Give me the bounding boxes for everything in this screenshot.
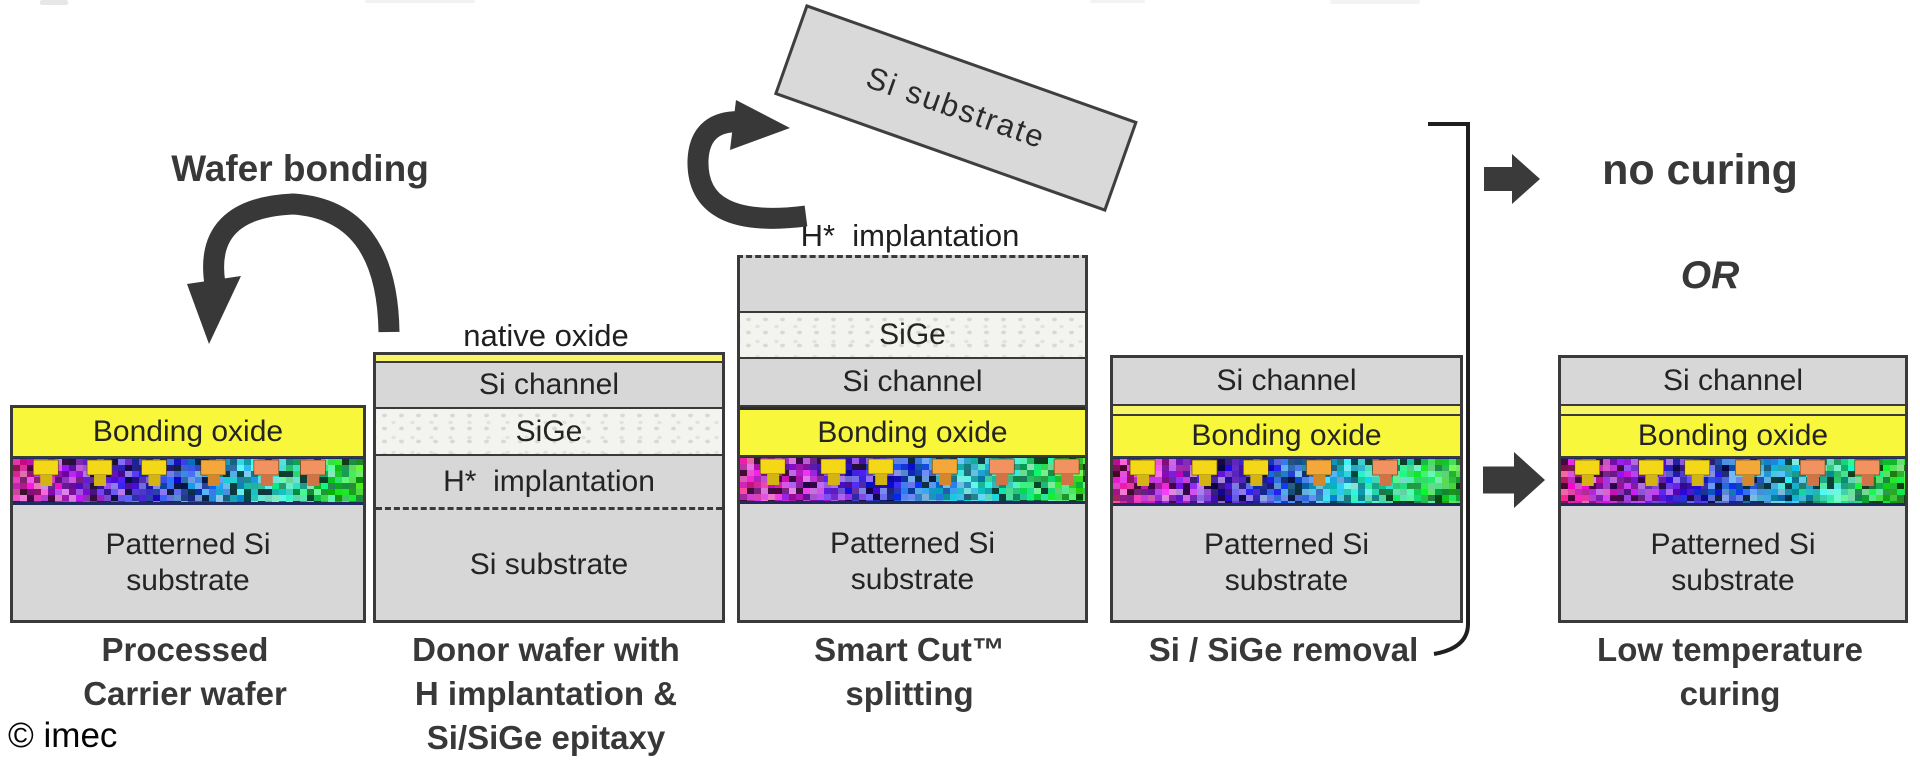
wafer-bonding-title: Wafer bonding [171,148,429,189]
imec-copyright: © imec [8,716,118,755]
layer-pattern [13,458,363,505]
layer-bonding-oxide: Bonding oxide [1113,416,1460,458]
h-implantation-label: H* implantation [800,218,1020,253]
layer-patterned-si-substrate: Patterned Si substrate [740,504,1085,620]
stack-caption-cured: Low temperature curing [1597,631,1863,712]
layer-nativeoxide [376,355,722,363]
stack-caption-carrier: Processed Carrier wafer [83,631,287,712]
native-oxide-label: native oxide [463,318,629,353]
layer-sige: SiGe [740,313,1085,359]
stack-caption-donor: Donor wafer with H implantation & Si/SiG… [412,631,680,756]
layer-label: Bonding oxide [817,415,1008,449]
layer-label: H* implantation [443,464,655,498]
layer-patterned-si-substrate: Patterned Si substrate [1561,506,1905,620]
layer-bonding-oxide: Bonding oxide [1561,416,1905,458]
layer-bonding-oxide: Bonding oxide [740,410,1085,457]
chip-pattern [13,458,363,503]
layer-patterned-si-substrate: Patterned Si substrate [1113,506,1460,620]
layer-label: Bonding oxide [1191,419,1382,452]
top-edge-smudge [1090,0,1145,3]
layer-label: Bonding oxide [92,415,284,448]
layer-label: Si channel [842,365,983,398]
layer-gray [740,258,1085,313]
layer-label: SiGe [879,318,946,351]
chip-pattern [1113,458,1460,504]
tilted-si-substrate-label: Si substrate [861,59,1051,156]
wafer-bonding-arrow [187,193,400,344]
right-arrow-curing [1483,452,1545,508]
layer-label: Patterned Si substrate [829,527,996,596]
layer-si-channel: Si channel [1113,358,1460,406]
layer-label: Bonding oxide [1637,419,1829,452]
stack-caption-smartcut: Smart Cut™ splitting [814,631,1005,712]
layer-label: Patterned Si substrate [105,527,271,597]
chip-pattern [1561,458,1905,504]
layer-bondline [740,407,1085,410]
layer-pattern [1113,458,1460,506]
layer-label: Si channel [478,368,620,401]
right-arrow-no-curing [1484,154,1540,204]
layer-label: Patterned Si substrate [1650,528,1816,597]
layer-si-substrate: Si substrate [376,510,722,620]
layer-h-implantation: H* implantation [376,456,722,510]
layer-nativeoxide [1561,406,1905,416]
layer-sige: SiGe [376,409,722,456]
chip-pattern [740,457,1085,502]
layer-label: Patterned Si substrate [1203,528,1370,597]
tilted-si-substrate: Si substrate [773,4,1138,212]
top-edge-smudge [40,0,68,5]
layer-patterned-si-substrate: Patterned Si substrate [13,505,363,620]
layer-label: Si channel [1662,364,1804,397]
layer-si-channel: Si channel [1561,358,1905,406]
or-label: OR [1680,254,1740,297]
flip-arrow [687,100,808,229]
layer-label: SiGe [515,414,583,448]
bracket [1428,122,1470,656]
layer-pattern [740,457,1085,504]
stack-caption-removal: Si / SiGe removal [1148,631,1419,668]
layer-label: Si channel [1216,364,1357,397]
layer-nativeoxide [1113,406,1460,416]
layer-label: Si substrate [469,548,629,581]
no-curing-label: no curing [1602,146,1798,194]
layer-si-channel: Si channel [740,359,1085,407]
top-edge-smudge [365,0,475,3]
top-edge-smudge [1330,0,1420,4]
layer-bonding-oxide: Bonding oxide [13,408,363,458]
layer-si-channel: Si channel [376,363,722,409]
layer-pattern [1561,458,1905,506]
